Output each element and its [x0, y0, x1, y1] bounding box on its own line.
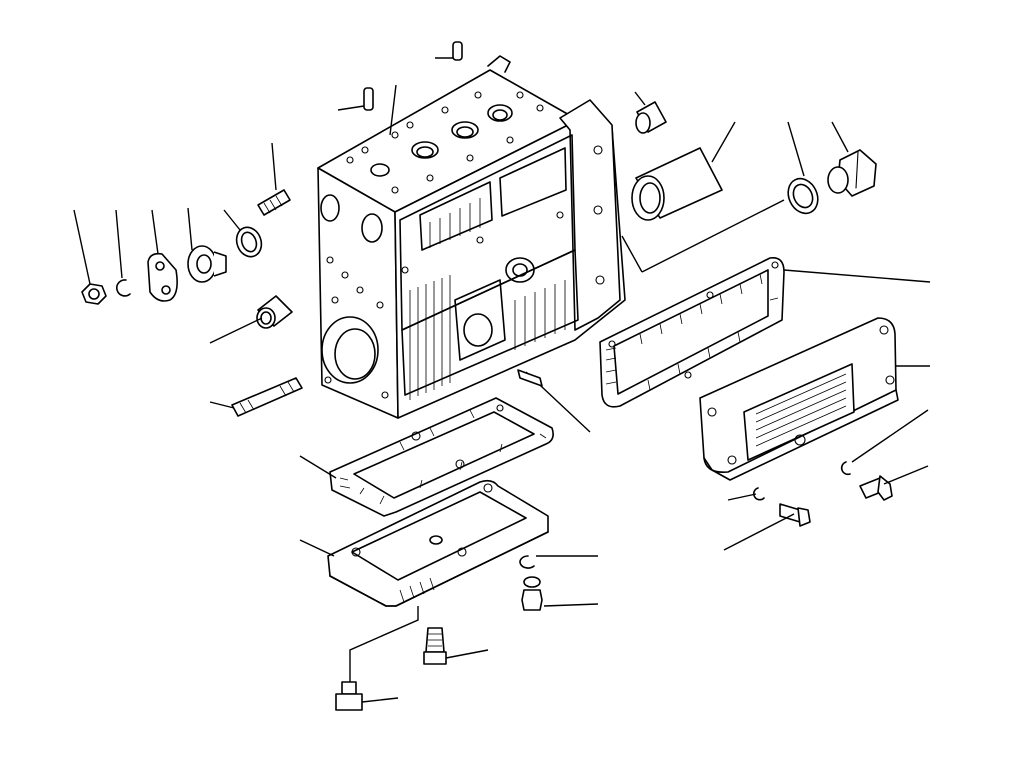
bushing: [209, 295, 293, 344]
cover-bolt: [335, 576, 599, 711]
cover-washer: [727, 409, 929, 501]
hydraulic-lift-housing: [317, 55, 626, 419]
cover-bolt: [723, 465, 929, 551]
stud: [257, 142, 291, 216]
long-stud: [209, 377, 303, 417]
side-gasket: [599, 199, 931, 408]
cover-washer: [519, 555, 598, 569]
roll-pin: [337, 84, 397, 136]
lock-washer: [115, 209, 131, 297]
clamp-plate: [147, 209, 178, 302]
plug: [187, 207, 227, 283]
dowel-pin: [435, 41, 463, 61]
nut: [73, 209, 107, 305]
sealing-ring: [223, 209, 263, 258]
large-bushing: [631, 121, 736, 221]
bottom-gasket: [299, 369, 591, 517]
drain-plug-washer: [787, 121, 819, 215]
drain-plug: [827, 121, 877, 197]
sleeve: [634, 91, 667, 134]
bottom-cover: [299, 479, 549, 682]
side-cover: [699, 317, 930, 481]
